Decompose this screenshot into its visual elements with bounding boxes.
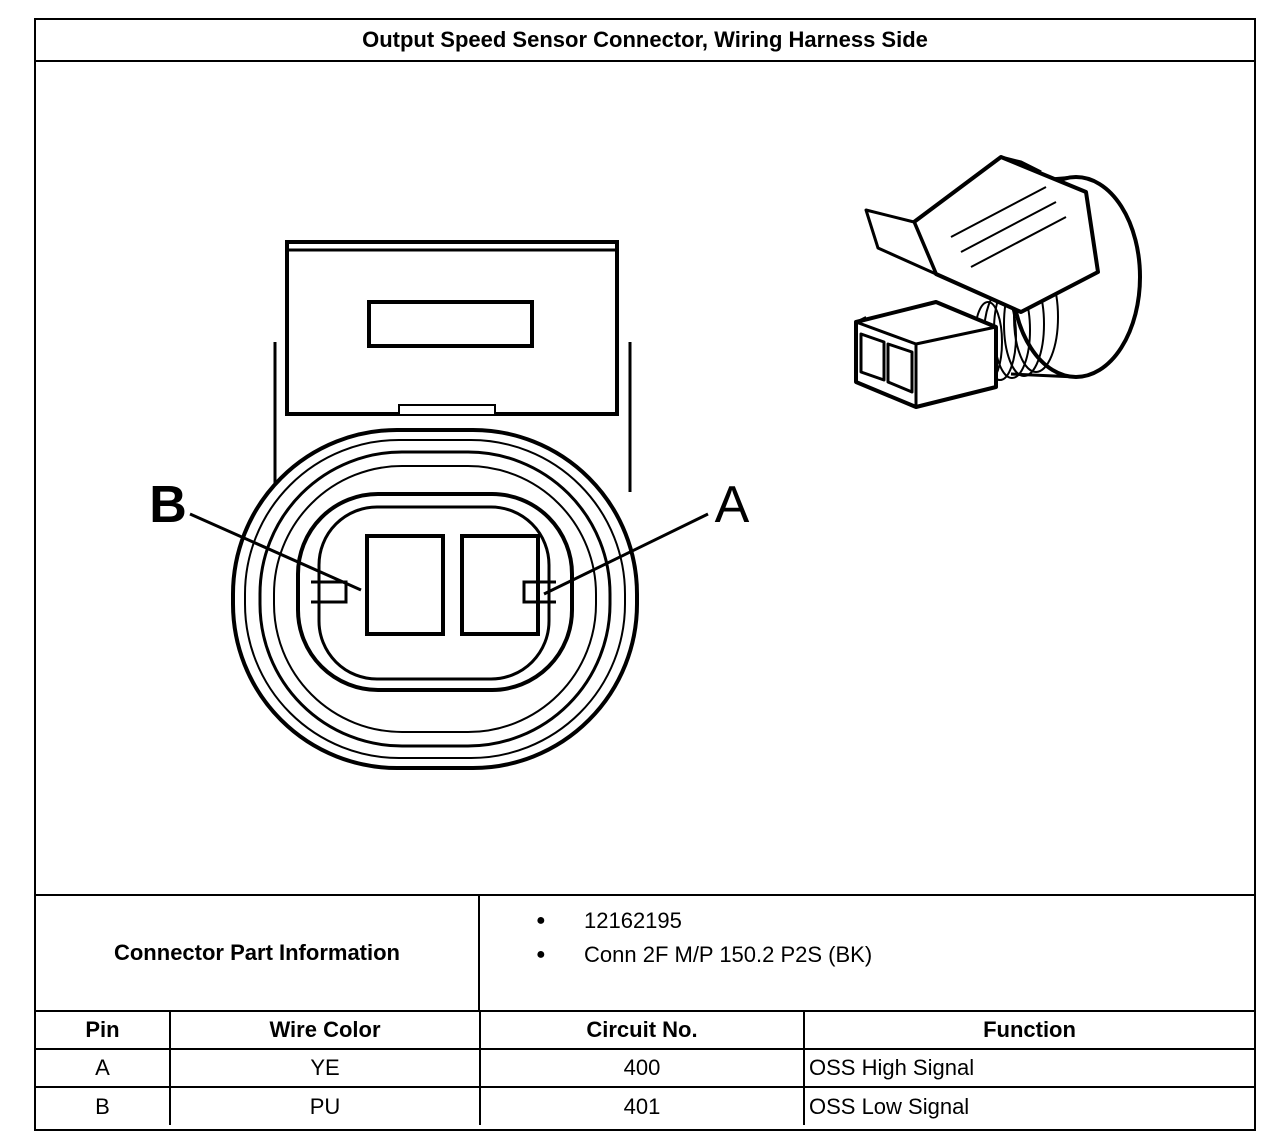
wire-color-cell: PU (170, 1086, 481, 1125)
callout-label-a: A (715, 476, 750, 534)
pin-cell: B (36, 1086, 171, 1125)
table-row: A YE 400 OSS High Signal (36, 1048, 1254, 1087)
pin-table-header: Pin Wire Color Circuit No. Function (36, 1010, 1254, 1049)
connector-part-info-label: Connector Part Information (36, 896, 480, 1010)
wire-color-cell: YE (170, 1048, 481, 1087)
circuit-cell: 401 (480, 1086, 805, 1125)
pin-cell: A (36, 1048, 171, 1087)
page-title: Output Speed Sensor Connector, Wiring Ha… (36, 20, 1254, 62)
circuit-cell: 400 (480, 1048, 805, 1087)
function-cell: OSS Low Signal (804, 1086, 1254, 1125)
connector-face-view (189, 240, 709, 770)
part-number-item: 12162195 (480, 906, 1254, 940)
callout-label-b: B (149, 476, 187, 534)
header-pin: Pin (36, 1010, 171, 1049)
header-wire-color: Wire Color (170, 1010, 481, 1049)
connector-isometric-view (854, 155, 1142, 409)
connector-part-info: Connector Part Information 12162195 Conn… (36, 894, 1254, 1010)
function-cell: OSS High Signal (804, 1048, 1254, 1087)
header-function: Function (804, 1010, 1254, 1049)
table-row: B PU 401 OSS Low Signal (36, 1086, 1254, 1125)
terminal-b (365, 534, 445, 636)
callout-leader-a (543, 512, 709, 596)
pin-table: Pin Wire Color Circuit No. Function A YE… (36, 1010, 1254, 1125)
connector-drawing-area: B A (36, 62, 1254, 894)
connector-description-item: Conn 2F M/P 150.2 P2S (BK) (480, 940, 1254, 974)
connector-sheet: Output Speed Sensor Connector, Wiring Ha… (34, 18, 1256, 1131)
callout-leader-b (189, 512, 362, 592)
terminal-a (460, 534, 540, 636)
connector-part-info-list: 12162195 Conn 2F M/P 150.2 P2S (BK) (480, 896, 1254, 1020)
header-circuit-no: Circuit No. (480, 1010, 805, 1049)
connector-diagram: B A (149, 155, 1142, 770)
